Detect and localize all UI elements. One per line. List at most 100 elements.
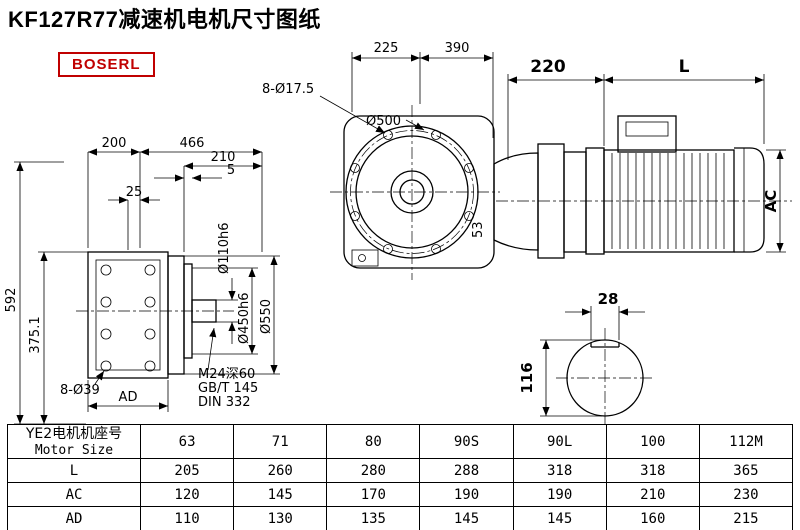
motor-size-63: 63 bbox=[139, 424, 235, 459]
dim-592-label: 592 bbox=[4, 288, 19, 313]
motor-size-80: 80 bbox=[326, 424, 421, 459]
table-cell: 135 bbox=[326, 506, 421, 530]
table-cell: 280 bbox=[326, 458, 421, 483]
header-label-cn: YE2电机机座号 bbox=[25, 425, 123, 442]
output-shaft bbox=[191, 299, 217, 323]
table-cell: 318 bbox=[605, 458, 700, 483]
dim-220-label: 220 bbox=[530, 57, 566, 77]
dim-L-label: L bbox=[679, 57, 690, 77]
motor-body bbox=[603, 149, 735, 253]
dim-flange-diameter: Ø500 bbox=[366, 114, 425, 131]
table-cell: 110 bbox=[139, 506, 235, 530]
mounting-bolt-holes bbox=[100, 264, 156, 372]
dim-AD-label: AD bbox=[119, 390, 138, 405]
table-cell: 288 bbox=[419, 458, 514, 483]
dim-210: 210 bbox=[183, 150, 262, 252]
fan-cowl bbox=[734, 147, 765, 253]
dim-shaft-diameter: Ø110h6 bbox=[216, 222, 238, 344]
output-flange-plate bbox=[167, 255, 185, 375]
dim-AD: AD bbox=[87, 380, 169, 412]
dim-front-top: 225 390 bbox=[351, 41, 494, 138]
table-cell: 190 bbox=[419, 482, 514, 507]
dim-200-466: 200 466 bbox=[87, 136, 263, 252]
motor-cooling-fins bbox=[611, 153, 725, 249]
table-cell: 145 bbox=[419, 506, 514, 530]
dimension-table: YE2电机机座号 Motor Size 63 71 80 90S 90L 100… bbox=[7, 424, 794, 530]
brand-badge: BOSERL bbox=[58, 52, 155, 77]
gearbox-body bbox=[87, 251, 169, 379]
gearbox-body-face bbox=[95, 259, 161, 371]
table-cell: 230 bbox=[698, 482, 794, 507]
dim-116-label: 116 bbox=[518, 362, 536, 393]
table-cell: 130 bbox=[233, 506, 328, 530]
tap-spec-line3: DIN 332 bbox=[198, 395, 251, 410]
motor-size-90l: 90L bbox=[512, 424, 607, 459]
dim-220-L: 220 L bbox=[507, 57, 765, 160]
table-row-AC: AC 120 145 170 190 190 210 230 bbox=[7, 482, 794, 507]
header-label-en: Motor Size bbox=[34, 442, 114, 458]
dim-5-label: 5 bbox=[227, 163, 235, 178]
table-cell: 318 bbox=[512, 458, 607, 483]
bell-housing bbox=[493, 152, 539, 251]
table-cell: 170 bbox=[326, 482, 421, 507]
dim-flange-od: Ø550 bbox=[184, 255, 280, 375]
front-view-centerlines bbox=[330, 105, 500, 280]
motor-size-71: 71 bbox=[233, 424, 328, 459]
table-cell: 210 bbox=[605, 482, 700, 507]
dim-AC-label: AC bbox=[762, 190, 780, 213]
dim-front-bolt-holes: 8-Ø17.5 bbox=[262, 82, 386, 134]
dim-53-label: 53 bbox=[471, 221, 486, 238]
flange-diameter-label: Ø500 bbox=[366, 114, 401, 129]
tap-spec-line2: GB/T 145 bbox=[198, 381, 258, 396]
keyway bbox=[590, 342, 620, 348]
dim-28-label: 28 bbox=[598, 290, 619, 308]
thread-spec: M24深60 GB/T 145 DIN 332 bbox=[198, 327, 258, 410]
table-cell: 160 bbox=[605, 506, 700, 530]
table-cell: 145 bbox=[233, 482, 328, 507]
flange-circles bbox=[345, 125, 479, 259]
section-centerlines bbox=[556, 328, 654, 424]
terminal-box bbox=[617, 115, 677, 153]
table-cell: 215 bbox=[698, 506, 794, 530]
front-view: 225 390 8-Ø17.5 Ø500 53 bbox=[262, 41, 500, 280]
oil-plug-hole bbox=[358, 254, 366, 262]
table-cell: 120 bbox=[139, 482, 235, 507]
dim-375-1-label: 375.1 bbox=[28, 316, 43, 353]
shaft-section-view: 28 116 bbox=[518, 290, 654, 424]
dim-200-label: 200 bbox=[102, 136, 127, 151]
dim-116: 116 bbox=[518, 339, 602, 417]
table-cell: 145 bbox=[512, 506, 607, 530]
brand-label: BOSERL bbox=[72, 56, 141, 73]
dim-25: 25 bbox=[108, 185, 160, 250]
dim-25-label: 25 bbox=[126, 185, 143, 200]
page-title: KF127R77减速机电机尺寸图纸 bbox=[8, 7, 321, 32]
dim-592: 592 bbox=[4, 161, 86, 424]
flange-bolt-holes bbox=[350, 130, 474, 254]
side-view: 200 466 210 5 25 bbox=[4, 136, 280, 424]
motor-view: 220 L AC bbox=[493, 57, 792, 259]
dim-390-label: 390 bbox=[445, 41, 470, 56]
motor-size-112m: 112M bbox=[698, 424, 794, 459]
table-row-L: L 205 260 280 288 318 318 365 bbox=[7, 458, 794, 483]
table-cell: 190 bbox=[512, 482, 607, 507]
dim-spigot-diameter: Ø450h6 bbox=[192, 267, 258, 355]
dim-5: 5 bbox=[154, 163, 235, 182]
row-label-AC: AC bbox=[7, 482, 141, 507]
shaft-circle bbox=[566, 339, 644, 417]
spigot-diameter-label: Ø450h6 bbox=[237, 292, 252, 344]
oil-plug-detail bbox=[351, 249, 379, 267]
table-cell: 260 bbox=[233, 458, 328, 483]
dim-28: 28 bbox=[565, 290, 645, 340]
flange-od-label: Ø550 bbox=[259, 299, 274, 334]
tap-spec-line1: M24深60 bbox=[198, 367, 255, 382]
table-header-motor-size: YE2电机机座号 Motor Size bbox=[7, 424, 141, 459]
terminal-box-lid bbox=[625, 121, 669, 137]
dim-225-label: 225 bbox=[374, 41, 399, 56]
dim-210-label: 210 bbox=[211, 150, 236, 165]
side-bolt-holes-label: 8-Ø39 bbox=[60, 383, 100, 398]
row-label-L: L bbox=[7, 458, 141, 483]
table-row-AD: AD 110 130 135 145 145 160 215 bbox=[7, 506, 794, 530]
dim-8-d39: 8-Ø39 bbox=[60, 370, 105, 398]
technical-drawing: 225 390 8-Ø17.5 Ø500 53 bbox=[4, 41, 792, 424]
